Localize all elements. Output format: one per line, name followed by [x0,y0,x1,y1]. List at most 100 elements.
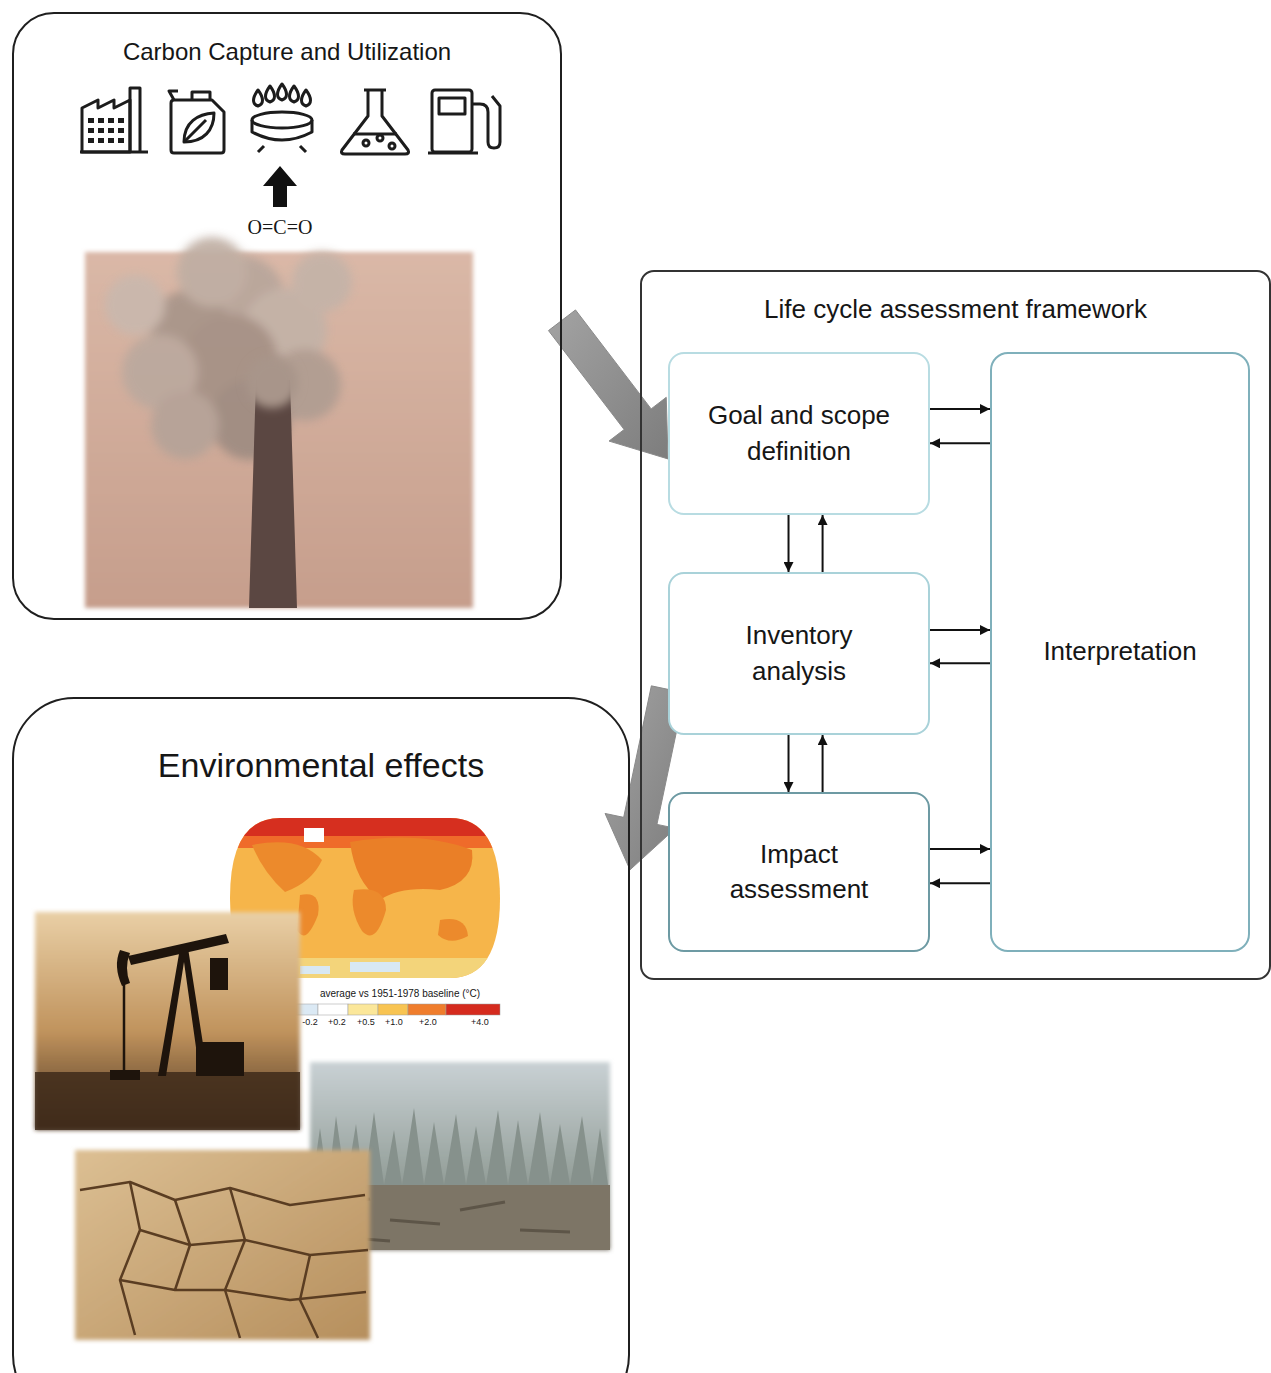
cracked-earth-photo [75,1150,370,1340]
stage-box: Goal and scope definition [668,352,930,515]
factory-icon [88,138,94,143]
factory-icon [98,138,104,143]
smokestack-photo [85,237,473,608]
scale-tick: +0.2 [328,1018,346,1028]
scale-tick: +4.0 [471,1018,489,1028]
feedback-arrow [930,629,990,631]
feedback-arrow [930,442,990,444]
stage-label: Interpretation [1043,634,1196,669]
feedback-arrow [930,408,990,410]
feedback-arrow [930,848,990,850]
smokestack-photo [85,252,473,608]
scale-tick: +0.5 [357,1018,375,1028]
fuel-pump-icon [428,152,478,155]
biofuel-can-icon [169,91,178,100]
oil-pump-photo [196,1042,244,1076]
factory-icon [88,118,94,123]
oil-pump-photo [210,958,228,990]
smokestack-photo [105,237,352,460]
scale-tick: +2.0 [419,1018,437,1028]
feedback-arrow [788,735,790,792]
utilization-icons [80,84,500,154]
flask-icon [341,90,408,154]
fuel-pump-icon [428,90,500,153]
interpretation-box: Interpretation [990,352,1250,952]
factory-icon [108,138,114,143]
oil-pump-photo [117,950,130,986]
cracked-earth-photo [80,1182,368,1338]
factory-icon [82,100,130,152]
cracked-earth-photo [120,1182,140,1335]
scale-caption: average vs 1951-1978 baseline (°C) [320,988,480,999]
biofuel-can-icon [171,100,224,153]
warming-map [353,889,386,935]
smokestack-photo [105,275,165,335]
gas-burner-icon [302,90,311,106]
factory-icon [88,128,94,133]
smokestack-photo [151,391,219,459]
flask-icon [363,140,369,146]
factory-icon [118,128,124,133]
warming-map [297,894,319,935]
factory-icon [98,128,104,133]
cracked-earth-photo [120,1280,366,1300]
flow-block-arrow [548,310,668,459]
cracked-earth-photo [175,1200,190,1290]
scale-tick: +1.0 [385,1018,403,1028]
biofuel-can-icon [184,113,214,142]
gas-burner-icon [290,86,299,102]
smokestack-photo [246,356,298,408]
gas-burner-icon [254,90,263,106]
factory-icon [80,88,148,152]
stage-box: Impact assessment [668,792,930,952]
feedback-arrow [930,662,990,664]
factory-icon [118,118,124,123]
gas-burner-icon [266,86,275,102]
panel-title: Environmental effects [30,743,612,789]
oil-pump-photo [35,1072,300,1130]
ccu-panel: Carbon Capture and Utilization [12,12,562,620]
flask-icon [353,133,397,136]
map-colour-scale [408,1004,446,1015]
fuel-pump-icon [472,96,500,148]
factory-icon [130,88,140,152]
fuel-pump-icon [439,98,465,114]
feedback-arrow [822,515,824,572]
flask-icon [377,135,383,141]
gas-burner-icon [278,84,287,100]
lca-framework-panel: Life cycle assessment frameworkGoal and … [640,270,1271,980]
gas-burner-icon [252,84,312,152]
gas-burner-icon [252,120,312,140]
warming-map [230,818,500,836]
map-colour-scale [348,1004,378,1015]
feedback-arrow [930,882,990,884]
factory-icon [80,151,148,154]
stage-label: Inventory analysis [700,618,898,688]
up-arrow [263,166,297,207]
factory-icon [98,118,104,123]
biofuel-can-icon [192,92,210,100]
biofuel-can-icon [169,91,224,153]
cracked-earth-photo [80,1182,365,1205]
map-colour-scale [296,1004,500,1015]
factory-icon [88,118,124,143]
formula-label: O=C=O [248,216,313,238]
flask-icon [341,90,408,154]
map-colour-scale [378,1004,408,1015]
cracked-earth-photo [75,1150,370,1340]
fuel-pump-icon [432,90,472,152]
map-colour-scale [318,1004,348,1015]
panel-title: Carbon Capture and Utilization [30,36,544,68]
smokestack-photo [249,380,297,608]
gas-burner-icon [252,112,312,128]
oil-pump-photo [35,912,300,1130]
smokestack-photo [292,252,352,312]
cracked-earth-photo [225,1188,245,1338]
oil-pump-photo [123,984,126,1072]
feedback-arrow [788,515,790,572]
warming-map [300,962,400,974]
warming-map [252,842,322,892]
stage-box: Inventory analysis [668,572,930,735]
